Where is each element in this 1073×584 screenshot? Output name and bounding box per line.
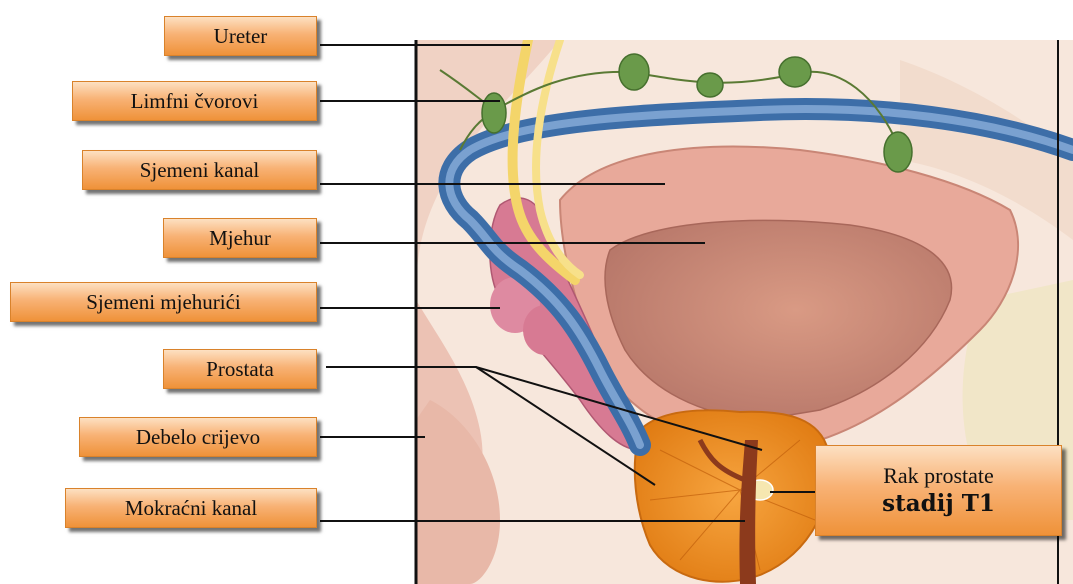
label-prostate: Prostata [163, 349, 317, 389]
cancer-stage-callout: Rak prostate stadij T1 [815, 445, 1062, 536]
label-bladder: Mjehur [163, 218, 317, 258]
callout-title: Rak prostate [883, 462, 994, 490]
label-lymph-nodes: Limfni čvorovi [72, 81, 317, 121]
label-rectum: Debelo crijevo [79, 417, 317, 457]
label-ureter: Ureter [164, 16, 317, 56]
callout-stage: stadij T1 [882, 490, 995, 519]
label-urethra: Mokraćni kanal [65, 488, 317, 528]
label-seminal-vesicles: Sjemeni mjehurići [10, 282, 317, 322]
label-vas-deferens: Sjemeni kanal [82, 150, 317, 190]
